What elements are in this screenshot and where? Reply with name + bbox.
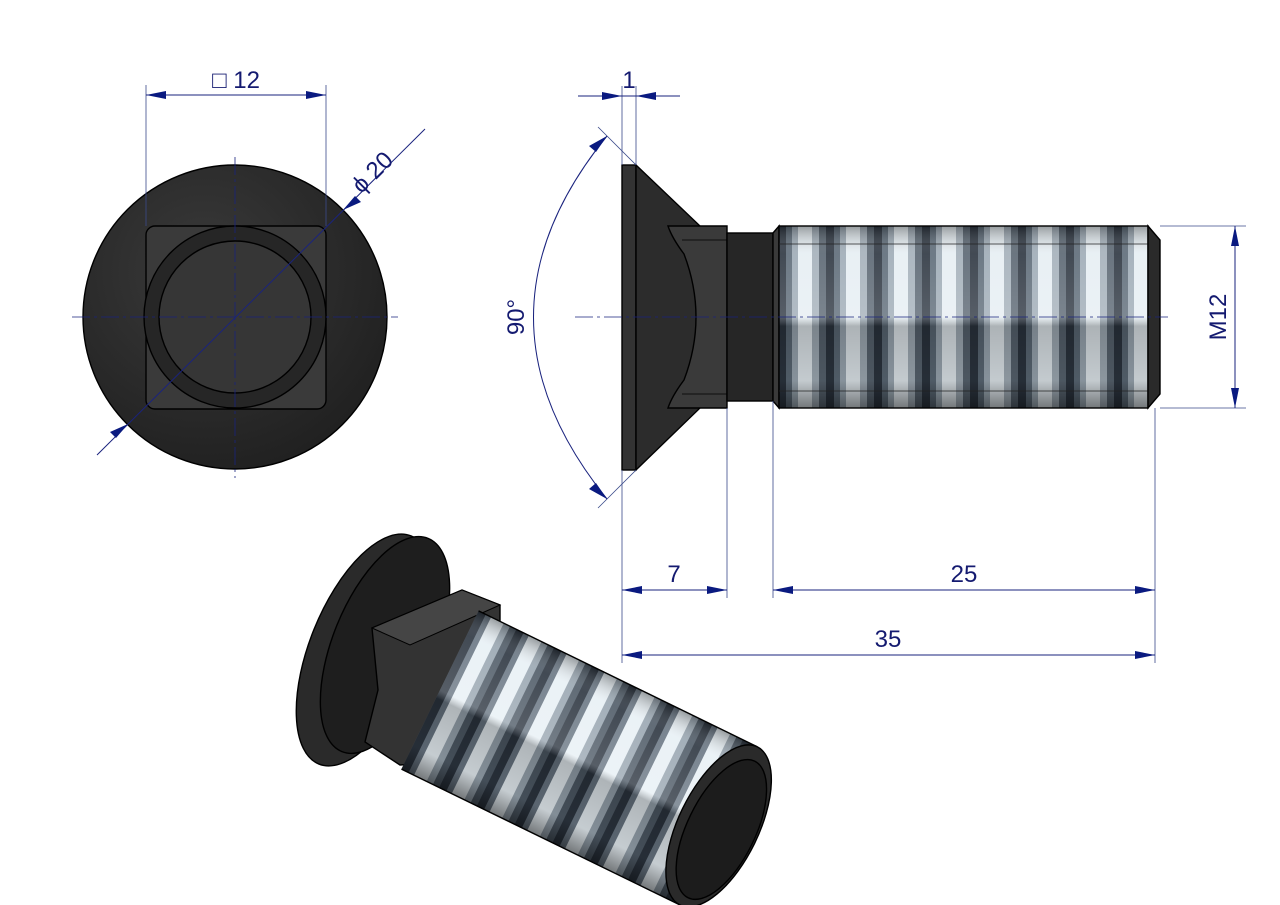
total-length-label: 35 (875, 626, 902, 653)
thread-length-label: 25 (951, 561, 978, 588)
iso-thread-end-face (675, 758, 768, 901)
neck-length-label: 7 (667, 561, 680, 588)
head-thickness-label: 1 (622, 67, 635, 94)
side-view: 1 90° M12 7 25 35 (503, 67, 1246, 663)
head-flange (621, 164, 637, 471)
angle-arc (533, 135, 608, 500)
thread-label: M12 (1205, 294, 1232, 341)
countersink-angle-label: 90° (503, 299, 530, 335)
head-diameter-label: ϕ 20 (347, 147, 399, 199)
square-width-label: □ 12 (212, 67, 260, 94)
diameter-dimension-line (96, 128, 426, 456)
thread-end-chamfer (1147, 224, 1161, 410)
countersink-cone (635, 163, 701, 472)
isometric-view (295, 533, 773, 905)
front-view: □ 12 ϕ 20 (72, 67, 426, 478)
